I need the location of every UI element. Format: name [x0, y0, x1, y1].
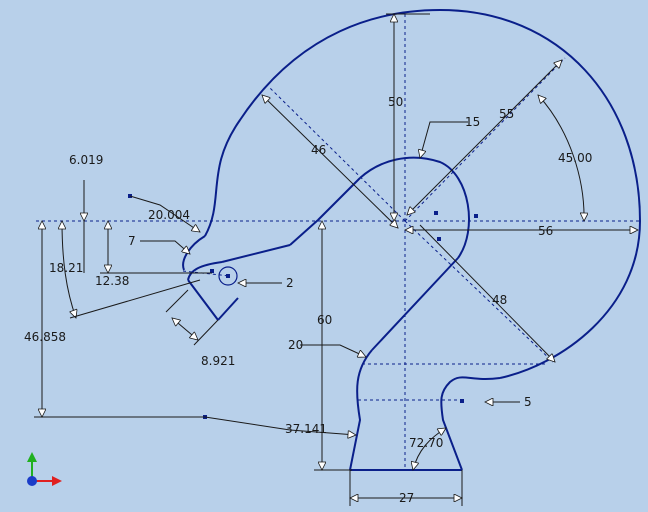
dim-50: 50 — [388, 95, 403, 109]
dim-20: 20 — [288, 338, 303, 352]
dim-4500: 45.00 — [558, 151, 592, 165]
dim-8921: 8.921 — [201, 354, 235, 368]
dim-1821: 18.21 — [49, 261, 83, 275]
dim-55: 55 — [499, 107, 514, 121]
dimension-lines[interactable] — [34, 14, 638, 506]
dim-56: 56 — [538, 224, 553, 238]
dim-5: 5 — [524, 395, 532, 409]
dim-20004: 20.004 — [148, 208, 190, 222]
dim-46: 46 — [311, 143, 326, 157]
dim-48: 48 — [492, 293, 507, 307]
dim-6019: 6.019 — [69, 153, 103, 167]
dim-15: 15 — [465, 115, 480, 129]
coordinate-triad-icon — [27, 452, 62, 486]
dim-37141: 37.141 — [285, 422, 327, 436]
dimension-labels: 6.019 20.004 7 18.21 12.38 46.858 8.921 … — [24, 95, 592, 505]
sketch-points[interactable] — [128, 194, 478, 419]
construction-lines — [36, 14, 640, 470]
dim-46858: 46.858 — [24, 330, 66, 344]
dim-2: 2 — [286, 276, 294, 290]
sketch-profile[interactable] — [182, 8, 642, 471]
dim-1238: 12.38 — [95, 274, 129, 288]
dim-7270: 72.70 — [409, 436, 443, 450]
dim-7: 7 — [128, 234, 136, 248]
dim-60: 60 — [317, 313, 332, 327]
dim-27: 27 — [399, 491, 414, 505]
